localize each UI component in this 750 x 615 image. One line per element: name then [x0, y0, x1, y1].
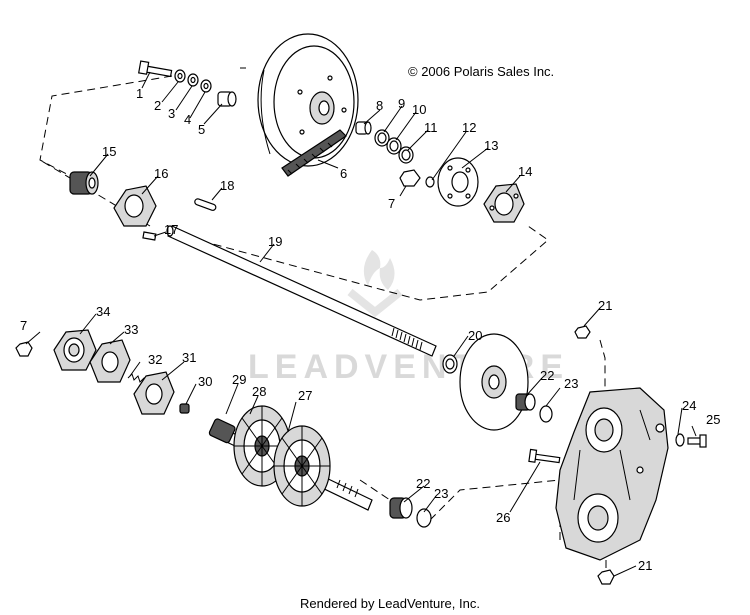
callout-31: 31	[182, 350, 196, 365]
part-pulley	[257, 33, 359, 167]
callout-13: 13	[484, 138, 498, 153]
callout-34: 34	[96, 304, 110, 319]
callout-23-top: 23	[564, 376, 578, 391]
part-nut-top	[399, 169, 421, 187]
callout-9: 9	[398, 96, 405, 111]
callout-22-top: 22	[540, 368, 554, 383]
callout-30: 30	[198, 374, 212, 389]
callout-4: 4	[184, 112, 191, 127]
callout-3: 3	[168, 106, 175, 121]
leader-lines	[25, 71, 697, 577]
callout-12: 12	[462, 120, 476, 135]
callouts: 1 2 3 4 5 6 7 7 8 9 10 11 12 13 14 15 16…	[20, 86, 720, 573]
part-bolt-17	[142, 231, 157, 241]
dash-shaft-end	[359, 479, 391, 501]
copyright-text: © 2006 Polaris Sales Inc.	[408, 64, 554, 79]
callout-20: 20	[468, 328, 482, 343]
callout-21-bottom: 21	[638, 558, 652, 573]
callout-28: 28	[252, 384, 266, 399]
part-spacer	[217, 91, 237, 107]
part-plate-14	[483, 183, 525, 223]
part-bearing-15	[69, 171, 99, 195]
dash-top-left	[39, 67, 246, 181]
callout-6: 6	[340, 166, 347, 181]
callout-24: 24	[682, 398, 696, 413]
callout-8: 8	[376, 98, 383, 113]
callout-11: 11	[424, 120, 438, 135]
callout-14: 14	[518, 164, 532, 179]
part-washers-small	[174, 69, 212, 93]
part-bolt	[138, 60, 173, 78]
part-nut-21-bottom	[597, 569, 615, 585]
callout-7-top: 7	[388, 196, 395, 211]
part-bushing-8	[355, 121, 372, 135]
part-bearing-22-bottom	[389, 497, 413, 519]
part-shaft-19	[166, 225, 437, 357]
part-flange-31	[133, 371, 175, 415]
part-flange-16	[113, 185, 157, 227]
part-flange-34	[53, 329, 97, 371]
part-drive-sprocket-27	[273, 425, 331, 507]
part-bearing-22-top	[515, 393, 536, 411]
part-seal-23-top	[539, 405, 553, 423]
dash-right-top	[599, 339, 606, 392]
callout-33: 33	[124, 322, 138, 337]
part-key-18	[194, 198, 217, 211]
callout-27: 27	[298, 388, 312, 403]
part-nut-21-top	[574, 325, 591, 339]
callout-21-top: 21	[598, 298, 612, 313]
callout-1: 1	[136, 86, 143, 101]
callout-23-bottom: 23	[434, 486, 448, 501]
dash-shaft-lower	[175, 225, 549, 301]
dash-left-edge	[39, 159, 151, 227]
dash-lower-center	[429, 479, 561, 521]
flame-logo-icon	[363, 250, 395, 290]
callout-18: 18	[220, 178, 234, 193]
part-washer-24	[675, 433, 685, 447]
callout-16: 16	[154, 166, 168, 181]
callout-5: 5	[198, 122, 205, 137]
callout-26: 26	[496, 510, 510, 525]
part-bushing-30	[179, 403, 190, 414]
callout-29: 29	[232, 372, 246, 387]
part-flange-13	[437, 157, 479, 207]
part-nut-7-bottom	[15, 341, 33, 357]
callout-19: 19	[268, 234, 282, 249]
callout-22-bottom: 22	[416, 476, 430, 491]
callout-25: 25	[706, 412, 720, 427]
part-rings-9-11	[374, 129, 414, 164]
callout-10: 10	[412, 102, 426, 117]
part-gasket-33	[89, 339, 131, 383]
part-ring-20	[442, 354, 458, 374]
part-chain	[281, 129, 347, 177]
part-brake-disc	[459, 333, 529, 431]
callout-15: 15	[102, 144, 116, 159]
part-bolt-26	[528, 448, 561, 464]
callout-32: 32	[148, 352, 162, 367]
callout-2: 2	[154, 98, 161, 113]
part-seal-23-bottom	[416, 508, 432, 528]
part-bolt-25	[687, 434, 707, 448]
part-chaincase	[555, 387, 669, 561]
chevron-logo-icon	[347, 288, 403, 318]
callout-17: 17	[164, 222, 178, 237]
callout-7-bottom: 7	[20, 318, 27, 333]
footer-text: Rendered by LeadVenture, Inc.	[300, 596, 480, 611]
